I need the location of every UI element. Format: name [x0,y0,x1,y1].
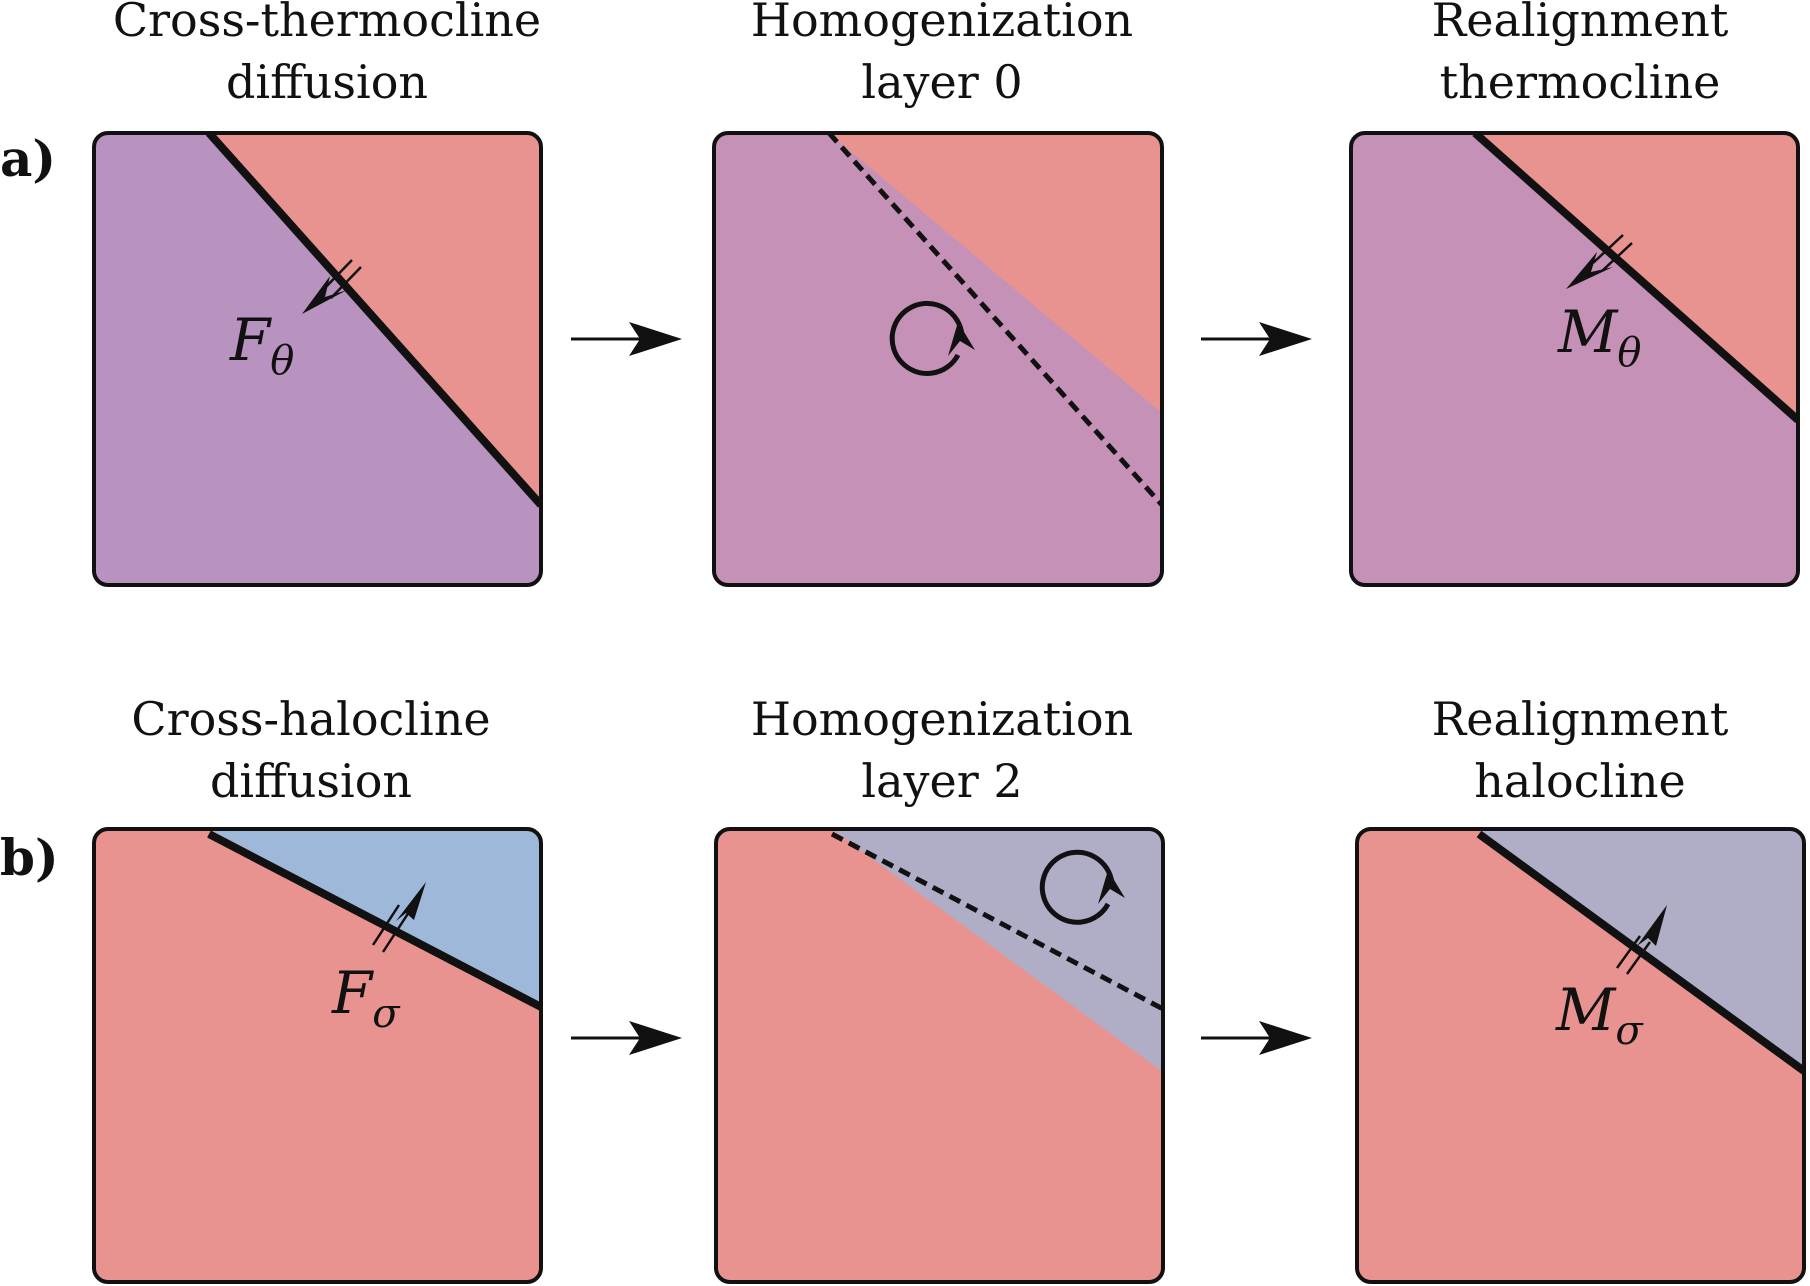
title-line-2: thermocline [1440,55,1721,109]
title-line-2: layer 2 [861,754,1022,808]
title-line-2: layer 0 [861,55,1022,109]
panel-frame [1349,131,1800,587]
flux-arrow [302,259,362,314]
thermocline-line [1472,133,1798,423]
panel-a1: Fθ [92,131,543,587]
title-line-2: diffusion [210,754,412,808]
halocline-line [207,830,541,1011]
step-arrow-a2-a3 [1201,322,1312,356]
old-thermocline-dashed [827,133,1162,507]
thermocline-line [206,133,541,508]
old-halocline-dashed [830,831,1163,1012]
panel-frame [712,131,1164,587]
panel-frame [1355,827,1806,1284]
panel-b1-title: Cross-halocline diffusion [131,692,490,808]
mixing-circulation-icon [1039,849,1125,925]
row-label-b: b) [0,828,59,887]
flux-symbol-f-sigma: Fσ [331,959,401,1037]
warm-region [829,133,1162,413]
flux-symbol-f-theta: Fθ [229,306,294,384]
flux-symbol-m-theta: Mθ [1557,298,1641,376]
mixed-region [832,829,1163,1072]
panel-a1-title: Cross-thermocline diffusion [113,0,541,109]
mixing-circulation-icon [889,300,975,376]
title-line-1: Cross-thermocline [113,0,541,47]
realignment-arrow [1615,905,1667,975]
title-line-1: Cross-halocline [131,692,490,746]
row-label-a: a) [0,129,56,188]
title-line-2: diffusion [226,55,428,109]
title-line-1: Homogenization [751,692,1133,746]
step-arrow-b2-b3 [1201,1021,1312,1055]
panel-b2-title: Homogenization layer 2 [751,692,1133,808]
flux-arrow [371,882,426,953]
step-arrow-a1-a2 [571,322,682,356]
panel-a2-title: Homogenization layer 0 [751,0,1133,109]
panel-a3: Mθ [1349,131,1800,587]
panel-frame [92,827,543,1284]
flux-symbol-m-sigma: Mσ [1555,976,1644,1054]
title-line-1: Realignment [1432,692,1729,746]
panel-b3-title: Realignment halocline [1432,692,1729,808]
title-line-2: halocline [1474,754,1686,808]
panel-frame [92,131,543,587]
title-line-1: Homogenization [751,0,1133,47]
panel-b1: Fσ [92,827,543,1284]
step-arrow-b1-b2 [571,1021,682,1055]
title-line-1: Realignment [1432,0,1729,47]
panel-a3-title: Realignment thermocline [1432,0,1729,109]
panel-frame [714,827,1165,1284]
panel-b3: Mσ [1355,827,1806,1284]
panel-a2 [712,131,1164,587]
panel-b2 [714,827,1165,1284]
realignment-arrow [1566,234,1633,289]
